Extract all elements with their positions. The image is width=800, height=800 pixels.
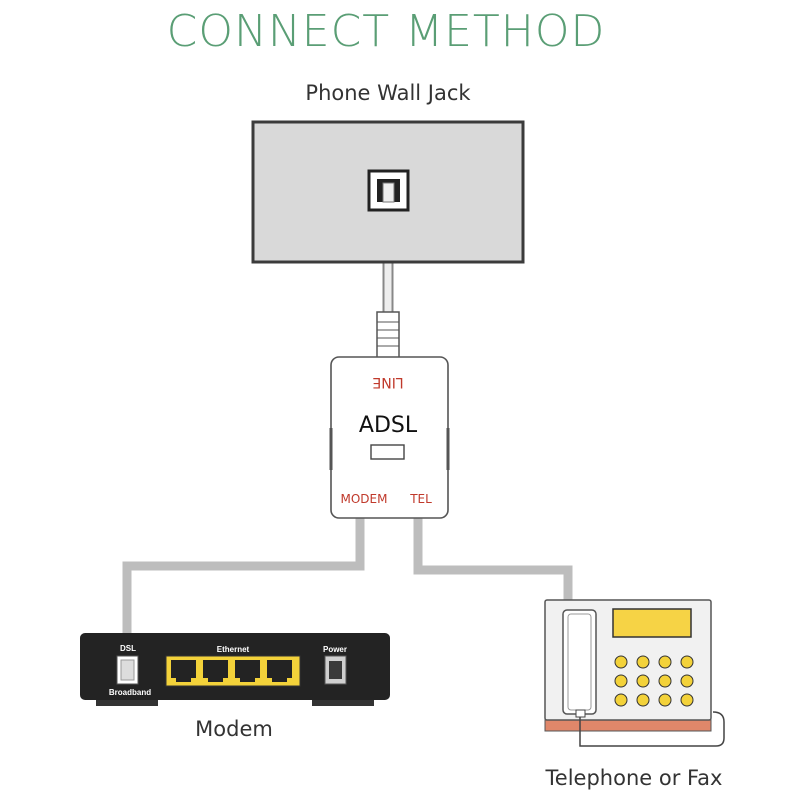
tel-cable — [413, 518, 573, 604]
line-plug-body — [376, 311, 400, 359]
splitter-tel-label: TEL — [409, 492, 432, 506]
ethernet-port-4 — [267, 660, 292, 682]
modem-power-label: Power — [323, 645, 347, 654]
modem-dsl-plug — [120, 659, 135, 681]
modem-foot-left — [96, 698, 158, 706]
adsl-splitter: LINE ADSL MODEM TEL — [329, 356, 450, 519]
ethernet-port-2 — [203, 660, 228, 682]
page-title: CONNECT METHOD — [167, 6, 606, 57]
modem-foot-right — [312, 698, 374, 706]
phone-cord — [579, 711, 725, 747]
phone-cord-jack — [575, 709, 586, 718]
modem-dsl-label: DSL — [120, 644, 136, 653]
telephone-device — [544, 599, 725, 747]
modem-broadband-label: Broadband — [109, 688, 151, 697]
line-plug — [376, 311, 400, 359]
phone-display — [612, 608, 692, 638]
splitter-line-label: LINE — [372, 374, 403, 390]
ethernet-ports — [165, 655, 301, 687]
ethernet-port-3 — [235, 660, 260, 682]
wall-jack-label: Phone Wall Jack — [305, 81, 471, 105]
telephone-label: Telephone or Fax — [545, 766, 723, 790]
modem-device: DSL Broadband Ethernet Power — [80, 633, 390, 706]
splitter-indicator — [370, 444, 405, 460]
jack-plug — [382, 182, 395, 203]
modem-cable — [122, 518, 365, 650]
phone-wall-jack — [251, 120, 525, 264]
modem-label: Modem — [195, 717, 273, 741]
modem-ethernet-label: Ethernet — [217, 645, 250, 654]
splitter-name: ADSL — [359, 413, 418, 438]
phone-keypad — [614, 655, 694, 707]
splitter-modem-label: MODEM — [341, 492, 388, 506]
modem-power-socket — [329, 661, 342, 679]
phone-base — [544, 718, 712, 732]
ethernet-port-1 — [171, 660, 196, 682]
